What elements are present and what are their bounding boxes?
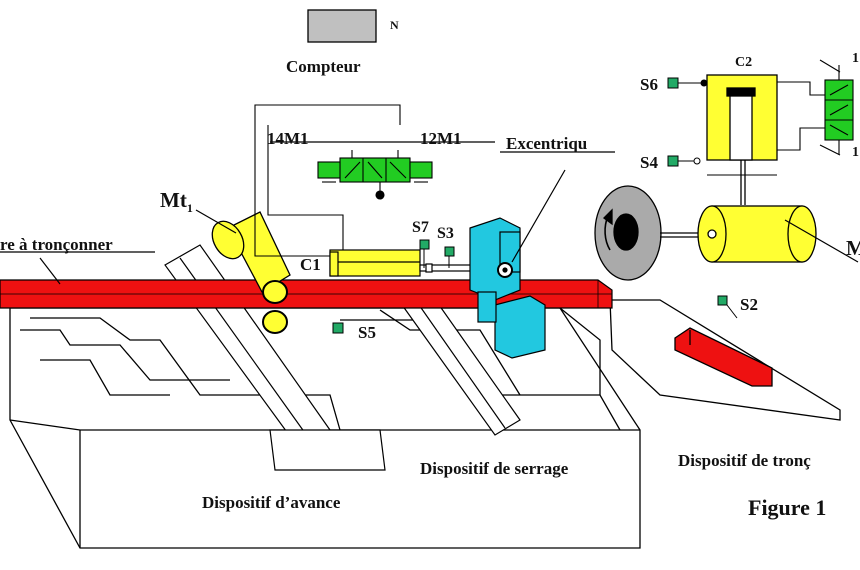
- counter-n-label: N: [390, 18, 399, 32]
- valve-14m1-label: 14M1: [267, 129, 309, 148]
- feed-device-label: Dispositif d’avance: [202, 493, 341, 512]
- bar-pointer: [0, 251, 155, 285]
- sensors: [332, 77, 738, 334]
- motor-m: [660, 205, 859, 263]
- sensor-s4-label: S4: [640, 153, 658, 172]
- sensor-s6-label: S6: [640, 75, 658, 94]
- valve-m2: [819, 59, 854, 156]
- figure-caption: Figure 1: [748, 495, 827, 520]
- motor-mt1-label: Mt1: [160, 188, 193, 216]
- sensor-s5-label: S5: [358, 323, 376, 342]
- cylinder-c2: [706, 74, 778, 205]
- sensor-s3-label: S3: [437, 225, 454, 242]
- eccentric-label: Excentriqu: [506, 134, 588, 153]
- clamp-device-label: Dispositif de serrage: [420, 459, 569, 478]
- cylinder-c1-label: C1: [300, 255, 321, 274]
- cutting-device-label: Dispositif de tronç: [678, 451, 811, 470]
- counter-label: Compteur: [286, 57, 361, 76]
- motor-mt1: [195, 209, 291, 334]
- valve-12m1-label: 12M1: [420, 129, 462, 148]
- sensor-s7-label: S7: [412, 219, 429, 236]
- clamp-device: [469, 217, 546, 359]
- motor-m-label: M: [846, 236, 860, 260]
- cylinder-c2-label: C2: [735, 55, 753, 70]
- c2-lines: [777, 81, 825, 151]
- valve-port-top-label: 1: [852, 51, 859, 66]
- eccentric-pointer: [500, 151, 615, 263]
- c1-lines: [254, 104, 401, 257]
- valve-m1: [270, 141, 495, 200]
- valve-port-bottom-label: 1: [852, 145, 859, 160]
- cylinder-c1: [329, 249, 481, 277]
- sensor-s2-label: S2: [740, 295, 758, 314]
- cutting-slide: [609, 299, 841, 421]
- bar-label: re à tronçonner: [0, 235, 113, 254]
- counter-box: [307, 9, 377, 43]
- saw-disc: [594, 185, 662, 281]
